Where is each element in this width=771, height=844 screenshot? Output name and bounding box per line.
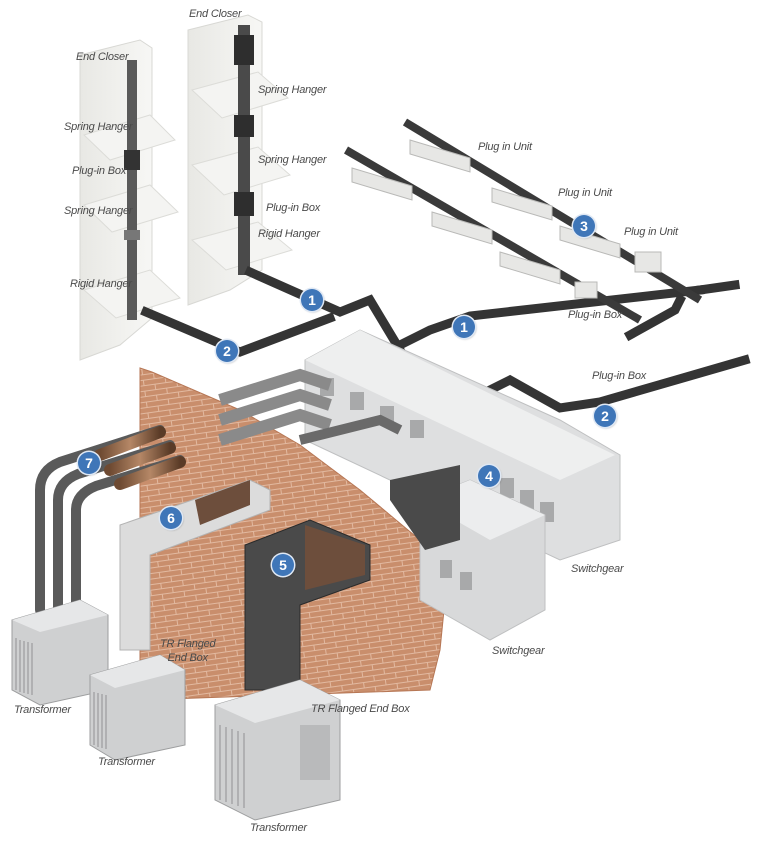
label-rigid-hanger-1: Rigid Hanger [258,228,320,240]
floor-structure-left [79,39,181,361]
label-spring-hanger-4: Spring Hanger [64,205,133,217]
badge-4-busway: 4 [478,465,500,487]
label-switchgear-2: Switchgear [492,645,545,657]
plugin-rails [343,118,703,324]
label-tr-flanged-end-box-2: TR Flanged End Box [311,703,410,715]
label-spring-hanger-1: Spring Hanger [258,84,327,96]
label-tr-flanged-line1: TR Flanged [160,638,216,650]
busway-item-6 [119,479,271,651]
label-end-closer-left: End Closer [76,51,129,63]
busway-item-7 [35,425,186,615]
label-plugin-box-4: Plug-in Box [592,370,647,382]
label-transformer-2: Transformer [98,756,155,768]
badge-6-busway: 6 [160,507,182,529]
label-plugin-unit-1: Plug in Unit [478,141,532,153]
label-spring-hanger-3: Spring Hanger [258,154,327,166]
label-spring-hanger-2: Spring Hanger [64,121,133,133]
transformer-right [214,679,341,821]
badge-3-plugin-unit: 3 [573,215,595,237]
label-rigid-hanger-2: Rigid Hanger [70,278,132,290]
label-plugin-unit-2: Plug in Unit [558,187,612,199]
label-plugin-box-2: Plug-in Box [266,202,321,214]
label-tr-flanged-end-box-1: TR Flanged End Box [160,637,216,665]
label-plugin-box-3: Plug-in Box [568,309,623,321]
label-plugin-box-1: Plug-in Box [72,165,127,177]
label-transformer-3: Transformer [250,822,307,834]
badge-1-busway-vertical: 1 [301,289,323,311]
badge-2-busway-right: 2 [594,405,616,427]
transformer-middle [89,654,186,761]
badge-7-busway: 7 [78,452,100,474]
badge-5-busway: 5 [272,554,294,576]
label-tr-flanged-line2: End Box [167,652,208,664]
floor-structure-right [187,14,294,306]
label-switchgear-1: Switchgear [571,563,624,575]
badge-2-busway-left: 2 [216,340,238,362]
label-transformer-1: Transformer [14,704,71,716]
label-end-closer-right: End Closer [189,8,242,20]
label-plugin-unit-3: Plug in Unit [624,226,678,238]
duct-connections [218,368,403,446]
badge-1-busway-feeder: 1 [453,316,475,338]
